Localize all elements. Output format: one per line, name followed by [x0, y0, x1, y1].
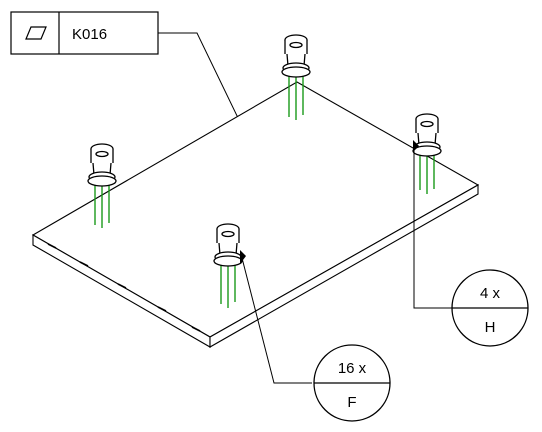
callout-F-part: F [347, 394, 356, 411]
panel [31, 81, 480, 348]
panel-top-face [31, 81, 480, 338]
foot-right [412, 113, 442, 194]
foot-back [281, 34, 311, 120]
callout-F-quantity: 16 x [338, 360, 367, 377]
callout-H-part: H [485, 319, 496, 336]
part-code: K016 [72, 26, 107, 43]
callout-H-quantity: 4 x [480, 285, 501, 302]
foot-left [87, 143, 117, 228]
callout-F: 16 x F [241, 257, 391, 422]
panel-right-edge [209, 184, 479, 348]
panel-parallelogram-icon [25, 26, 47, 40]
callout-H: 4 x H [413, 147, 529, 347]
part-label-box: K016 [10, 11, 159, 55]
foot-front [213, 223, 246, 308]
callout-F-leader [241, 257, 312, 384]
